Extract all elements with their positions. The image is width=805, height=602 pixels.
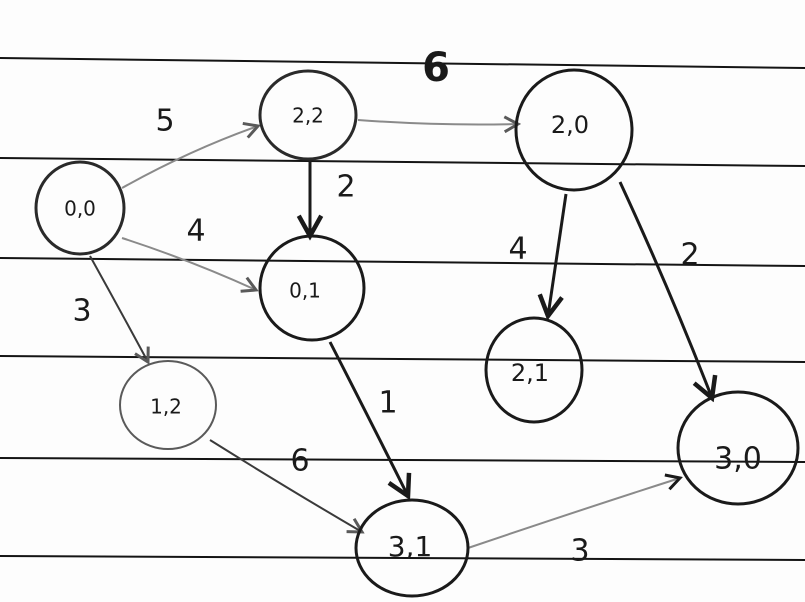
node-label: 0,1 xyxy=(289,279,321,303)
rule-line xyxy=(0,555,805,561)
graph-node: 0,0 xyxy=(34,160,126,256)
node-label: 3,1 xyxy=(388,530,433,563)
edge-weight-label: 1 xyxy=(378,386,397,421)
node-label: 1,2 xyxy=(150,395,182,419)
edge-weight-label: 2 xyxy=(680,238,699,273)
edge-weight-label: 5 xyxy=(155,104,174,139)
ruled-lines xyxy=(0,57,805,561)
edge-2-2-to-2-0 xyxy=(357,120,518,125)
edge-weight-label: 3 xyxy=(570,534,589,569)
rule-line xyxy=(0,257,805,267)
edge-0-0-to-0-1 xyxy=(121,237,256,290)
nodes: 0,0 2,2 0,1 1,2 3,1 2,0 xyxy=(34,68,800,598)
graph-node: 1,2 xyxy=(119,360,217,450)
graph-node: 3,0 xyxy=(676,390,800,506)
node-label: 2,0 xyxy=(551,111,589,139)
edge-0-0-to-2-2 xyxy=(121,126,258,189)
node-label: 3,0 xyxy=(714,442,762,477)
edge-0-1-to-3-1 xyxy=(328,341,408,496)
edge-1-2-to-3-1 xyxy=(209,439,362,532)
edge-weight-label: 4 xyxy=(508,232,527,267)
edge-weights: 5 4 3 2 1 6 4 2 3 xyxy=(72,104,699,569)
edge-weight-label: 3 xyxy=(72,294,91,329)
rule-line xyxy=(0,457,805,463)
edge-weight-label: 6 xyxy=(290,444,309,479)
edge-weight-label: 2 xyxy=(336,170,355,205)
edge-weight-label: 4 xyxy=(186,214,205,249)
node-label: 2,1 xyxy=(511,359,549,387)
graph-node: 2,2 xyxy=(258,69,358,161)
edge-2-0-to-2-1 xyxy=(548,193,568,316)
graph-node: 3,1 xyxy=(354,498,470,598)
graph-node: 2,0 xyxy=(514,68,634,192)
edge-2-0-to-3-0 xyxy=(618,181,712,398)
title-numeral: 6 xyxy=(422,45,450,91)
node-label: 0,0 xyxy=(64,197,96,221)
edge-3-1-to-3-0 xyxy=(467,478,680,549)
edges xyxy=(89,120,712,549)
rule-line xyxy=(0,57,805,69)
graph-node: 0,1 xyxy=(258,234,366,342)
rule-line xyxy=(0,157,805,167)
node-label: 2,2 xyxy=(292,104,324,128)
edge-0-0-to-1-2 xyxy=(89,255,148,362)
rule-line xyxy=(0,355,805,363)
graph-node: 2,1 xyxy=(484,316,584,424)
